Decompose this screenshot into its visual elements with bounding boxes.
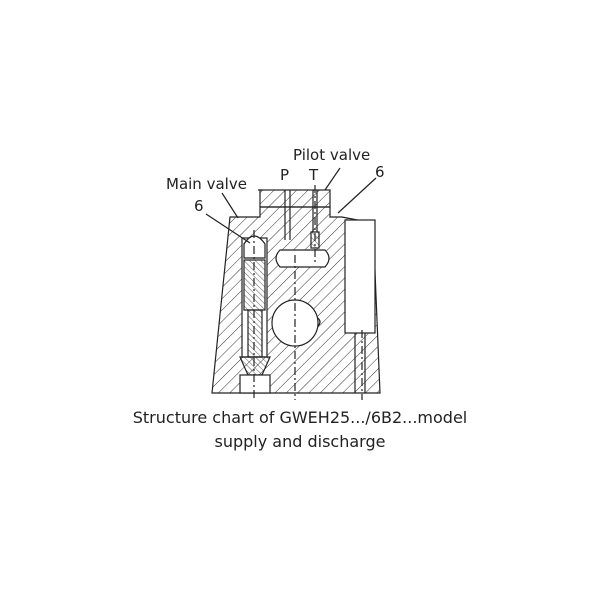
caption-line-2: supply and discharge <box>214 432 386 451</box>
label-main-valve: Main valve <box>166 175 247 193</box>
caption-line-1: Structure chart of GWEH25.../6B2...model <box>132 408 468 427</box>
label-pilot-valve: Pilot valve <box>293 146 371 164</box>
label-main-ref: 6 <box>194 197 204 215</box>
label-port-p: P <box>280 166 290 184</box>
leader-main-valve <box>221 192 239 219</box>
right-insert <box>344 219 376 334</box>
main-spool-stem <box>247 309 263 358</box>
label-port-t: T <box>309 166 319 184</box>
leader-main-ref <box>205 213 251 244</box>
leader-pilot-ref <box>337 177 377 214</box>
label-pilot-ref: 6 <box>375 163 385 181</box>
leader-pilot-valve <box>324 167 341 191</box>
pilot-block <box>259 189 331 208</box>
kidney-cavity <box>275 249 330 268</box>
